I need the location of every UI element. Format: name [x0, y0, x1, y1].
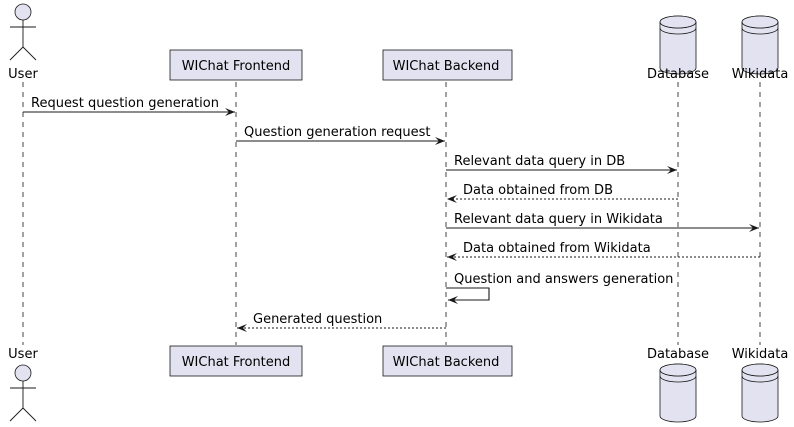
participant-frontend-bottom: WIChat Frontend [169, 345, 303, 377]
message-label: Relevant data query in Wikidata [454, 212, 663, 227]
database-db-bottom: Database [647, 347, 709, 423]
participant-label-frontend: WIChat Frontend [182, 355, 291, 370]
message-1: Request question generation [23, 96, 235, 116]
message-8: Generated question [237, 312, 446, 332]
database-db-top: Database [647, 15, 709, 82]
message-6: Data obtained from Wikidata [447, 241, 760, 261]
database-wikidata-top: Wikidata [732, 15, 789, 82]
message-label: Question generation request [244, 125, 431, 140]
message-label: Data obtained from Wikidata [463, 241, 651, 256]
participant-label-db: Database [647, 347, 709, 362]
participant-label-frontend: WIChat Frontend [182, 59, 291, 74]
actor-user: User [8, 3, 38, 82]
message-label: Question and answers generation [454, 272, 673, 287]
participant-label-wikidata: Wikidata [732, 67, 789, 82]
participant-label-db: Database [647, 67, 709, 82]
actor-user: User [8, 347, 38, 422]
participant-frontend-top: WIChat Frontend [169, 49, 303, 81]
participant-label-backend: WIChat Backend [393, 59, 500, 74]
participant-label-user: User [8, 67, 38, 82]
actor-head [14, 3, 32, 21]
message-label: Generated question [253, 312, 382, 327]
message-arrow [446, 287, 490, 304]
message-4: Data obtained from DB [447, 183, 678, 203]
participant-backend-bottom: WIChat Backend [382, 345, 513, 377]
message-5: Relevant data query in Wikidata [446, 212, 759, 232]
participant-label-user: User [8, 347, 38, 362]
participant-label-backend: WIChat Backend [393, 355, 500, 370]
participant-label-wikidata: Wikidata [732, 347, 789, 362]
message-label: Request question generation [31, 96, 219, 111]
message-2: Question generation request [236, 125, 445, 145]
participant-backend-top: WIChat Backend [382, 49, 513, 81]
message-label: Relevant data query in DB [454, 154, 625, 169]
message-7: Question and answers generation [446, 272, 673, 304]
database-wikidata-bottom: Wikidata [732, 347, 789, 423]
actor-head [14, 364, 32, 382]
message-3: Relevant data query in DB [446, 154, 677, 174]
message-label: Data obtained from DB [463, 183, 613, 198]
